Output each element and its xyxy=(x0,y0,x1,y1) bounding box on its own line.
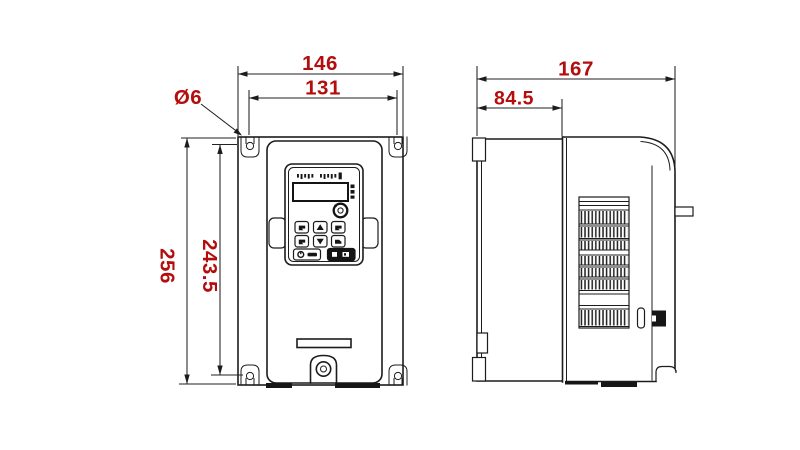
dim-label-146: 146 xyxy=(302,52,338,75)
display-indicator-marks xyxy=(350,184,355,199)
keypad-panel xyxy=(284,163,364,266)
heatsink-outline xyxy=(476,138,563,382)
dim-label-243-5: 243.5 xyxy=(198,239,221,293)
mounting-hole-top-right xyxy=(393,141,403,151)
dim-label-167: 167 xyxy=(558,58,594,81)
up-arrow-glyph xyxy=(316,224,324,230)
enter-button-glyph xyxy=(335,239,342,244)
side-front-body xyxy=(561,136,694,387)
vent-grille xyxy=(578,196,630,329)
stop-reset-button xyxy=(326,247,356,262)
dim-width-131: 131 xyxy=(248,77,398,135)
side-mount-tab-top xyxy=(471,137,487,162)
dim-height-256: 256 xyxy=(156,137,236,385)
mounting-hole-bottom-left xyxy=(245,371,255,381)
bottom-mounting-slot-left xyxy=(240,364,260,386)
side-slot-detail xyxy=(636,307,646,329)
side-right-tab xyxy=(674,206,694,217)
side-step-detail xyxy=(476,332,489,354)
dim-depth-84-5: 84.5 xyxy=(477,88,563,136)
front-foot-right xyxy=(335,383,380,388)
mounting-hole-bottom-right xyxy=(393,371,403,381)
side-foot xyxy=(601,382,637,387)
top-mounting-slot-left xyxy=(240,136,260,158)
bottom-mounting-slot-right xyxy=(388,364,408,386)
panel-label-marks xyxy=(297,172,342,180)
ground-screw xyxy=(309,354,338,384)
side-view xyxy=(471,136,694,387)
display-screen xyxy=(292,182,349,202)
dim-width-146: 146 xyxy=(237,52,404,136)
dim-label-131: 131 xyxy=(305,77,341,100)
shift-button-glyph xyxy=(298,239,306,245)
dim-depth-167: 167 xyxy=(476,58,676,168)
dim-label-84-5: 84.5 xyxy=(494,88,534,110)
bottom-slot xyxy=(296,338,352,349)
func-button-glyph xyxy=(335,225,342,231)
cover-latch xyxy=(652,310,666,327)
mounting-hole-top-left xyxy=(245,141,255,151)
stop-reset-button-glyph xyxy=(332,252,349,257)
dimensions: 146 131 Ø6 256 243.5 xyxy=(156,52,676,385)
top-mounting-slot-right xyxy=(388,136,408,158)
vent-slat-rows xyxy=(580,211,628,326)
dim-label-hole-diameter: Ø6 xyxy=(174,86,202,109)
front-view xyxy=(237,136,408,388)
side-mount-tab-bottom xyxy=(471,356,487,382)
keypad-wing-left xyxy=(268,217,287,249)
side-bottom-strip xyxy=(565,381,598,385)
potentiometer-knob xyxy=(332,202,349,219)
dim-height-243-5: 243.5 xyxy=(198,143,243,376)
run-button-glyph xyxy=(297,250,317,259)
front-foot-left xyxy=(266,383,292,388)
down-arrow-glyph xyxy=(316,238,324,245)
prog-button-glyph xyxy=(298,225,306,231)
dim-label-256: 256 xyxy=(156,248,179,284)
side-bottom-hook xyxy=(655,365,677,381)
dim-hole-diameter: Ø6 xyxy=(174,86,242,136)
